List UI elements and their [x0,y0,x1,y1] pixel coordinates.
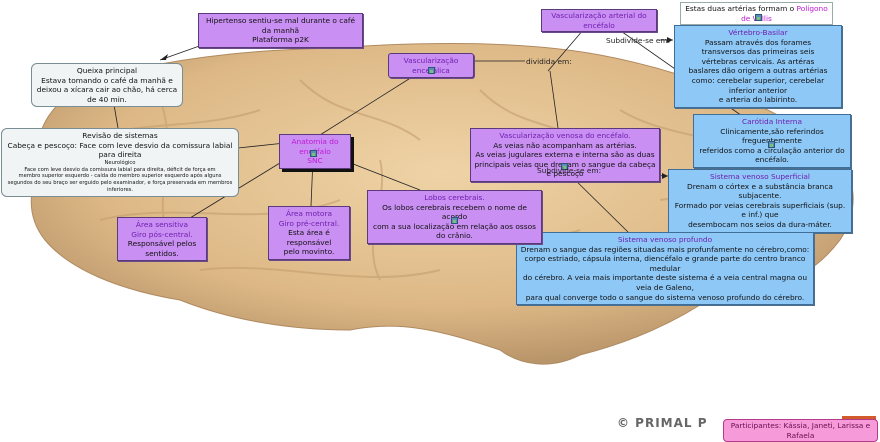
node-title: Vascularização venosa do encéfalo. [499,131,631,140]
node-text: Face com leve desvio da comissura labial… [24,166,216,173]
image-attachment-icon[interactable] [768,141,775,148]
node-text: Esta área é responsável [286,228,332,247]
node-title: Área sensitiva [135,220,189,229]
node-area-sensitiva[interactable]: Área sensitiva Giro pós-central. Respons… [117,217,207,262]
node-text: para qual converge todo o sangue do sist… [525,292,805,302]
image-attachment-icon[interactable] [451,217,458,224]
node-title: Giro pós-central. [131,229,193,239]
node-title: Área motora [285,209,333,218]
image-attachment-icon[interactable] [310,150,317,157]
image-attachment-icon[interactable] [755,14,762,21]
node-title: SNC [307,156,323,166]
node-title: Vértebro-Basilar [728,28,788,37]
node-text: Estas duas artérias formam o [685,4,797,13]
subdivide-se-em-label: Subdivide-se em: [606,36,671,45]
node-text: desembocam nos seios da dura-máter. [688,219,832,229]
node-text: Formado por veias cerebrais superficiais… [674,200,846,220]
node-text: com a sua localização em relação aos oss… [373,221,536,241]
node-text: segundos do seu braço ser erguido pelo e… [7,180,233,193]
node-text: As veias não acompanham as artérias. [493,140,637,150]
node-text: Plataforma p2K [252,35,309,45]
node-text: referidos como a circulação anterior do … [699,145,845,165]
image-attachment-icon[interactable] [428,67,435,74]
node-text: baslares dão origem a outras artérias [688,66,828,76]
node-text: Estava tomando o café da manhã e deixou … [36,75,178,104]
node-text: e arteria do labirinto. [718,95,798,105]
node-text: Drenam o sangue das regiões situadas mai… [520,244,810,254]
participants-badge[interactable]: Participantes: Kássia, Janeti, Larissa e… [723,419,878,442]
node-text: como: cerebelar superior, cerebelar infe… [691,75,825,95]
node-text: membro superior esquerdo - caída do memb… [18,173,222,180]
node-text: As veias jugulares externa e interna são… [475,150,655,160]
node-text: Responsável pelos sentidos. [127,239,197,258]
node-queixa-principal[interactable]: Queixa principal Estava tomando o café d… [31,63,183,108]
node-text: vértebras cervicais. As artéras [701,56,815,66]
node-text: Drenam o córtex e a substância branca su… [687,181,833,201]
node-text: Clinicamente,são referindos freguentemen… [720,126,824,146]
node-text: Hipertenso sentiu-se mal durante o café … [205,16,356,35]
node-text: Os lobos cerebrais recebem o nome de aco… [382,202,527,222]
dividida-em-label: dividida em: [526,57,572,66]
watermark-text: © PRIMAL P [617,416,708,430]
node-carotida-interna[interactable]: Carótida Interna Clinicamente,são referi… [693,114,851,168]
node-sistema-venoso-superficial[interactable]: Sistema venoso Superficial Drenam o córt… [668,169,852,233]
node-sistema-venoso-profundo[interactable]: Sistema venoso profundo Drenam o sangue … [516,232,814,306]
node-text: corpo estriado, cápsula interna, diencéf… [524,254,806,273]
node-vertebro-basilar[interactable]: Vértebro-Basilar Passam através dos fora… [674,25,842,108]
node-vascularizacao-encefalica[interactable]: Vascularização encefálica [388,53,474,79]
node-title: Carótida Interna [741,117,803,126]
node-hipertenso[interactable]: Hipertenso sentiu-se mal durante o café … [198,13,363,48]
node-text: Cabeça e pescoço: Face com leve desvio d… [7,140,233,160]
node-revisao-sistemas[interactable]: Revisão de sistemas Cabeça e pescoço: Fa… [1,128,239,197]
node-text: pelo movinto. [283,247,335,257]
node-text: do cérebro. A veia mais importante deste… [522,273,808,292]
node-title: Revisão de sistemas [82,131,158,140]
node-title: Giro pré-central. [278,218,340,228]
node-title: Sistema venoso Superficial [710,172,810,181]
node-text: transversos das primeiras seis [701,47,815,57]
subdivide-se-em-label-2: Subdivide-se em: [537,166,602,175]
node-title: Lobos cerebrais. [424,193,485,202]
participants-text: Participantes: Kássia, Janeti, Larissa e… [730,421,871,440]
image-attachment-icon[interactable] [561,163,568,170]
node-subtitle: Neurológico [104,159,136,166]
node-text: Passam através dos forames [704,37,812,47]
node-title: Queixa principal [76,66,138,75]
node-lobos-cerebrais[interactable]: Lobos cerebrais. Os lobos cerebrais rece… [367,190,542,244]
node-area-motora[interactable]: Área motora Giro pré-central. Esta área … [268,206,350,260]
node-vascularizacao-arterial[interactable]: Vascularização arterial do encéfalo [541,9,657,33]
node-title: Vascularização arterial do encéfalo [551,11,647,30]
node-title: Sistema venoso profundo [617,235,713,244]
